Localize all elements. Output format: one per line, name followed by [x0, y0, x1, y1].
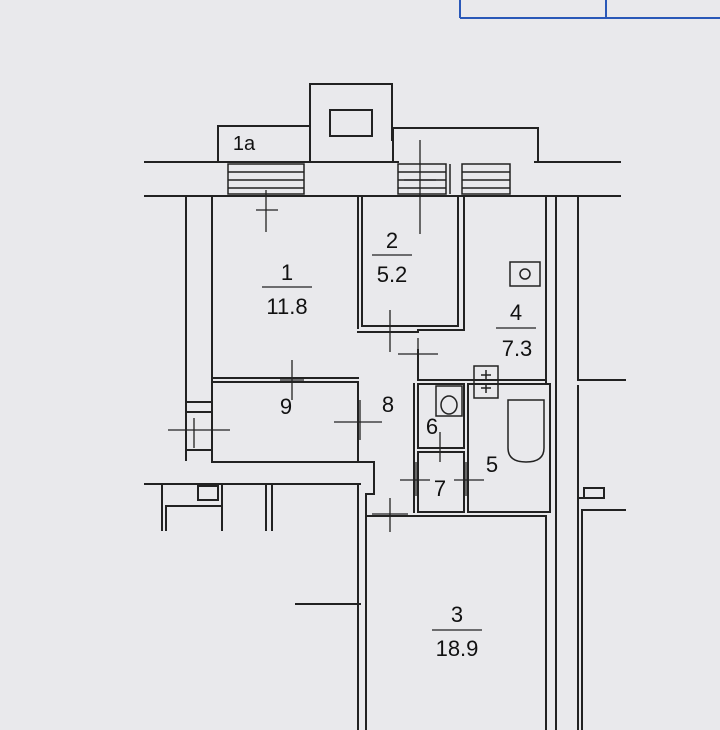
room-1-area: 11.8 — [266, 294, 307, 319]
room-4-number: 4 — [510, 300, 522, 325]
room-labels: 1a 1 11.8 2 5.2 4 7.3 9 8 6 5 7 3 18.9 — [233, 133, 532, 661]
room-5-number: 5 — [486, 452, 498, 477]
room-3-area: 18.9 — [436, 636, 479, 661]
room-3-number: 3 — [451, 602, 463, 627]
entry-stairs — [227, 163, 511, 195]
room-8-number: 8 — [382, 392, 394, 417]
bathtub-icon — [507, 399, 545, 463]
sink-icon — [473, 365, 499, 399]
room-7-number: 7 — [434, 476, 446, 501]
walls — [144, 83, 626, 730]
room-1a-number: 1a — [233, 133, 256, 155]
door-markers — [168, 140, 484, 532]
toilet-icon — [435, 385, 463, 417]
room-1-number: 1 — [281, 260, 293, 285]
room-2-number: 2 — [386, 228, 398, 253]
room-6-number: 6 — [426, 414, 438, 439]
room-2-area: 5.2 — [377, 262, 408, 287]
room-4-area: 7.3 — [502, 336, 533, 361]
room-9-number: 9 — [280, 394, 292, 419]
stove-icon — [509, 261, 541, 287]
fixtures — [435, 261, 545, 463]
title-block-fragment — [459, 0, 720, 19]
fraction-lines — [262, 254, 536, 631]
